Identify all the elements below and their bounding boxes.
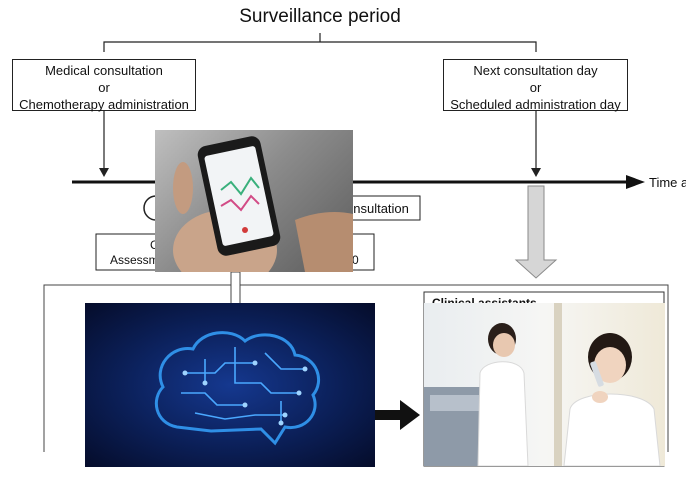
bold-right-arrow (374, 400, 420, 430)
right-box-line2: or (529, 80, 542, 95)
right-box-line1: Next consultation day (473, 63, 598, 78)
nurses-photo (424, 303, 665, 466)
phone-icon (173, 136, 353, 272)
smartphone-photo (155, 130, 353, 272)
big-down-arrow (514, 185, 558, 279)
brain-icon (154, 331, 321, 446)
assessment-label: Assessm (110, 253, 159, 267)
assessment-prefix: C (150, 238, 159, 252)
left-box-line3: Chemotherapy administration (19, 97, 189, 112)
left-box-line1: Medical consultation (45, 63, 163, 78)
time-axis-label: Time axis (649, 175, 686, 190)
right-box-line3: Scheduled administration day (450, 97, 621, 112)
assessment-tail: 0 (352, 253, 359, 267)
left-event-box: Medical consultation or Chemotherapy adm… (12, 59, 196, 112)
right-event-box: Next consultation day or Scheduled admin… (443, 59, 628, 112)
ai-brain-photo (85, 303, 375, 467)
nurse-icon (424, 303, 661, 466)
consultation-label: onsultation (346, 201, 409, 216)
diagram-title: Surveillance period (239, 6, 401, 27)
left-box-line2: or (98, 80, 110, 95)
